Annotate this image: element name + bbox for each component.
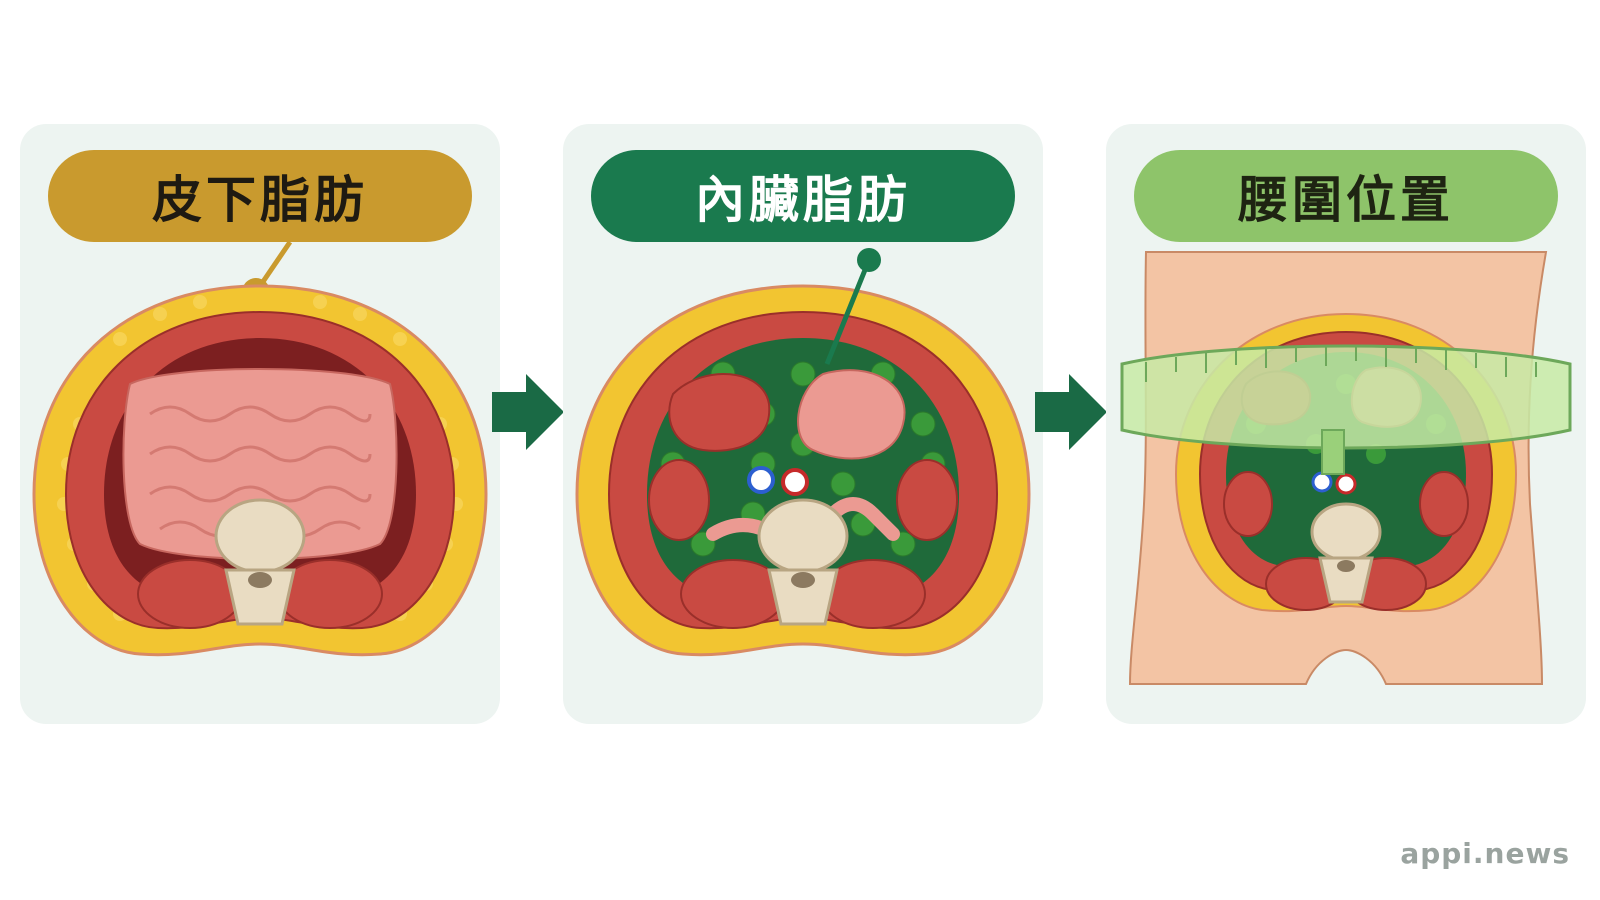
title-subcutaneous-fat: 皮下脂肪 bbox=[48, 150, 472, 242]
liver bbox=[668, 373, 771, 452]
kidney-right bbox=[896, 459, 958, 541]
cross-section-visceral bbox=[575, 248, 1031, 657]
vein-icon bbox=[747, 466, 775, 494]
kidney-left bbox=[648, 459, 710, 541]
stomach bbox=[797, 369, 906, 460]
vertebra bbox=[214, 498, 306, 574]
panel-subcutaneous-fat: 皮下脂肪 bbox=[20, 124, 500, 724]
title-waist-position: 腰圍位置 bbox=[1134, 150, 1558, 242]
waist-illustration bbox=[1120, 251, 1572, 685]
cross-section-subcutaneous bbox=[32, 240, 488, 657]
panel-visceral-fat: 內臟脂肪 bbox=[563, 124, 1043, 724]
title-visceral-fat: 內臟脂肪 bbox=[591, 150, 1015, 242]
arrow-right-icon bbox=[1035, 374, 1107, 450]
vertebra bbox=[757, 498, 849, 574]
watermark: appi.news bbox=[1400, 837, 1570, 870]
arrow-right-icon bbox=[492, 374, 564, 450]
artery-icon bbox=[781, 468, 809, 496]
panel-waist-position: 腰圍位置 bbox=[1106, 124, 1586, 724]
measuring-tape bbox=[1120, 344, 1572, 450]
callout-dot bbox=[857, 248, 881, 272]
